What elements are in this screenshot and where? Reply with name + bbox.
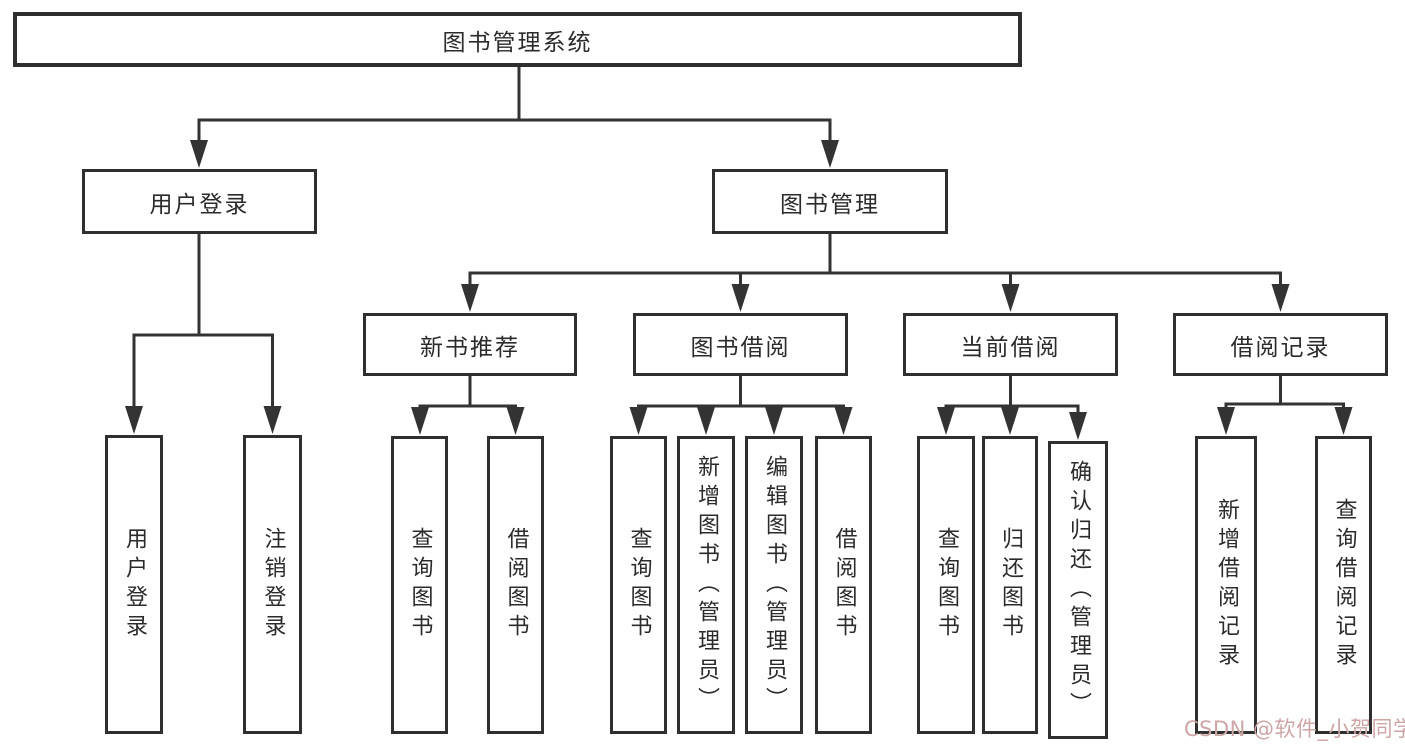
csdn-watermark: CSDN @软件_小贺同学 (1184, 717, 1405, 741)
leaf-query-books-borrow: 查询图书 (610, 436, 667, 734)
node-borrow-record: 借阅记录 (1173, 313, 1388, 376)
node-library-management-system: 图书管理系统 (13, 12, 1022, 67)
leaf-query-books-recommend: 查询图书 (391, 436, 448, 734)
node-book-borrow: 图书借阅 (633, 313, 848, 376)
node-current-borrow: 当前借阅 (903, 313, 1118, 376)
leaf-edit-books-admin: 编辑图书（管理员） (745, 436, 803, 734)
leaf-user-login: 用户登录 (105, 435, 163, 734)
arrowheads (125, 140, 1353, 440)
leaf-add-books-admin: 新增图书（管理员） (677, 436, 735, 734)
node-user-login: 用户登录 (82, 169, 317, 234)
leaf-add-borrow-record: 新增借阅记录 (1195, 436, 1257, 734)
leaf-query-books-current: 查询图书 (917, 436, 975, 734)
leaf-confirm-return-admin: 确认归还（管理员） (1048, 441, 1108, 739)
node-new-book-recommend: 新书推荐 (363, 313, 577, 376)
leaf-borrow-books: 借阅图书 (815, 436, 872, 734)
leaf-query-borrow-record: 查询借阅记录 (1315, 436, 1372, 734)
leaf-return-books: 归还图书 (982, 436, 1038, 734)
leaf-borrow-books-recommend: 借阅图书 (487, 436, 544, 734)
leaf-logout: 注销登录 (243, 435, 302, 734)
node-book-management: 图书管理 (712, 169, 948, 234)
